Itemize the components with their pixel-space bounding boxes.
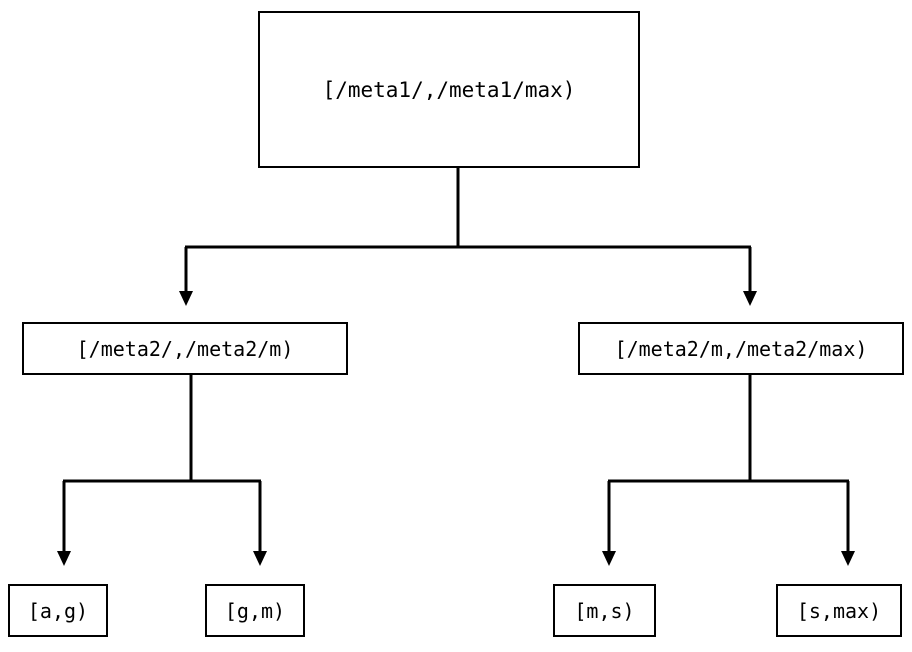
- arrowhead-to-leaf-ag: [57, 551, 71, 566]
- arrowhead-to-leaf-gm: [253, 551, 267, 566]
- tree-node-mid-left[interactable]: [/meta2/,/meta2/m): [22, 322, 348, 375]
- tree-node-mid-left-label: [/meta2/,/meta2/m): [76, 336, 294, 361]
- tree-node-leaf-gm[interactable]: [g,m): [205, 584, 305, 637]
- tree-node-mid-right[interactable]: [/meta2/m,/meta2/max): [578, 322, 904, 375]
- arrowhead-to-leaf-smax: [841, 551, 855, 566]
- tree-node-leaf-ms-label: [m,s): [574, 598, 635, 623]
- tree-node-leaf-smax-label: [s,max): [796, 598, 882, 623]
- tree-node-root[interactable]: [/meta1/,/meta1/max): [258, 11, 640, 168]
- arrowhead-to-mid-right: [743, 291, 757, 306]
- tree-node-leaf-ag[interactable]: [a,g): [8, 584, 108, 637]
- tree-node-leaf-smax[interactable]: [s,max): [776, 584, 902, 637]
- arrowhead-to-mid-left: [179, 291, 193, 306]
- arrowhead-to-leaf-ms: [602, 551, 616, 566]
- tree-node-root-label: [/meta1/,/meta1/max): [322, 77, 576, 102]
- tree-node-leaf-gm-label: [g,m): [224, 598, 286, 623]
- tree-node-mid-right-label: [/meta2/m,/meta2/max): [614, 336, 868, 361]
- tree-node-leaf-ms[interactable]: [m,s): [553, 584, 656, 637]
- tree-node-leaf-ag-label: [a,g): [27, 598, 89, 623]
